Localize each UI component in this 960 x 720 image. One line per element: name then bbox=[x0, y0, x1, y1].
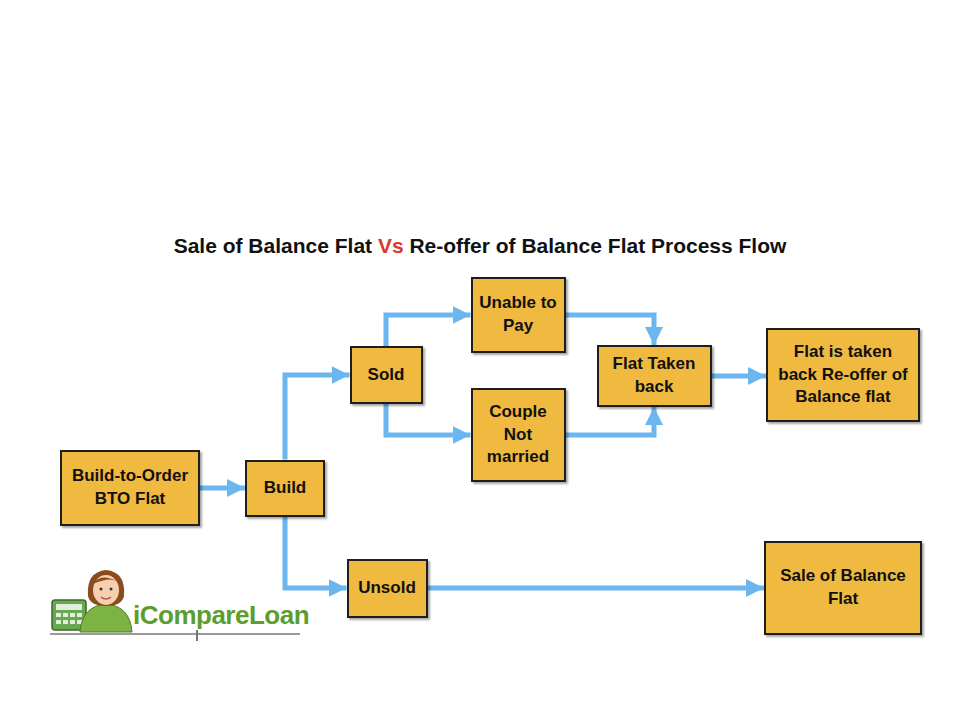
woman-fringe bbox=[93, 577, 119, 584]
process-box: Build bbox=[245, 460, 325, 517]
title-word: Sale bbox=[174, 234, 223, 257]
box-label: Sold bbox=[368, 364, 405, 387]
title-word: Vs bbox=[378, 234, 410, 257]
title-word: Re-offer bbox=[409, 234, 495, 257]
woman-eye bbox=[110, 588, 113, 591]
title-word: Balance bbox=[248, 234, 334, 257]
flow-arrow bbox=[386, 404, 471, 435]
flow-arrow bbox=[200, 486, 245, 491]
flow-arrow bbox=[428, 586, 765, 591]
title-word: Process bbox=[651, 234, 739, 257]
woman-body bbox=[80, 604, 132, 632]
box-label: Build bbox=[264, 477, 307, 500]
woman-eye bbox=[100, 588, 103, 591]
box-label: Sale of Balance Flat bbox=[772, 565, 914, 611]
flow-arrow bbox=[712, 374, 767, 379]
woman-smile bbox=[101, 597, 111, 599]
process-box: Sale of Balance Flat bbox=[764, 541, 922, 635]
title-word: Flat bbox=[608, 234, 651, 257]
box-label: Build-to-Order BTO Flat bbox=[68, 465, 192, 511]
process-box: Build-to-Order BTO Flat bbox=[60, 450, 200, 526]
woman-hair bbox=[88, 570, 124, 606]
process-box: Couple Not married bbox=[471, 388, 566, 482]
flow-arrow bbox=[566, 315, 655, 345]
title-word: of bbox=[223, 234, 249, 257]
box-label: Unable to Pay bbox=[479, 292, 558, 338]
box-label: Flat is taken back Re-offer of Balance f… bbox=[774, 341, 912, 410]
logo-underline bbox=[50, 633, 300, 635]
box-label: Couple Not married bbox=[479, 401, 558, 470]
process-box: Unable to Pay bbox=[471, 277, 566, 353]
flow-arrow bbox=[386, 315, 471, 346]
process-box: Flat Taken back bbox=[597, 345, 712, 407]
logo-text: iCompareLoan bbox=[133, 600, 309, 631]
process-box: Sold bbox=[350, 346, 423, 404]
box-label: Unsold bbox=[358, 577, 416, 600]
flow-arrow bbox=[566, 407, 655, 435]
flow-arrow bbox=[285, 517, 347, 589]
box-label: Flat Taken back bbox=[605, 353, 704, 399]
title-word: of bbox=[496, 234, 522, 257]
title-word: Flow bbox=[739, 234, 787, 257]
magnifier-handle bbox=[196, 630, 198, 641]
woman-face bbox=[93, 575, 119, 605]
title-word: Flat bbox=[335, 234, 378, 257]
flow-arrow bbox=[285, 375, 350, 460]
process-box: Flat is taken back Re-offer of Balance f… bbox=[766, 328, 920, 422]
process-box: Unsold bbox=[347, 559, 428, 618]
calculator-keys bbox=[56, 613, 82, 624]
title-word: Balance bbox=[521, 234, 607, 257]
calculator-screen bbox=[56, 604, 82, 610]
title: Sale of Balance Flat Vs Re-offer of Bala… bbox=[0, 234, 960, 258]
